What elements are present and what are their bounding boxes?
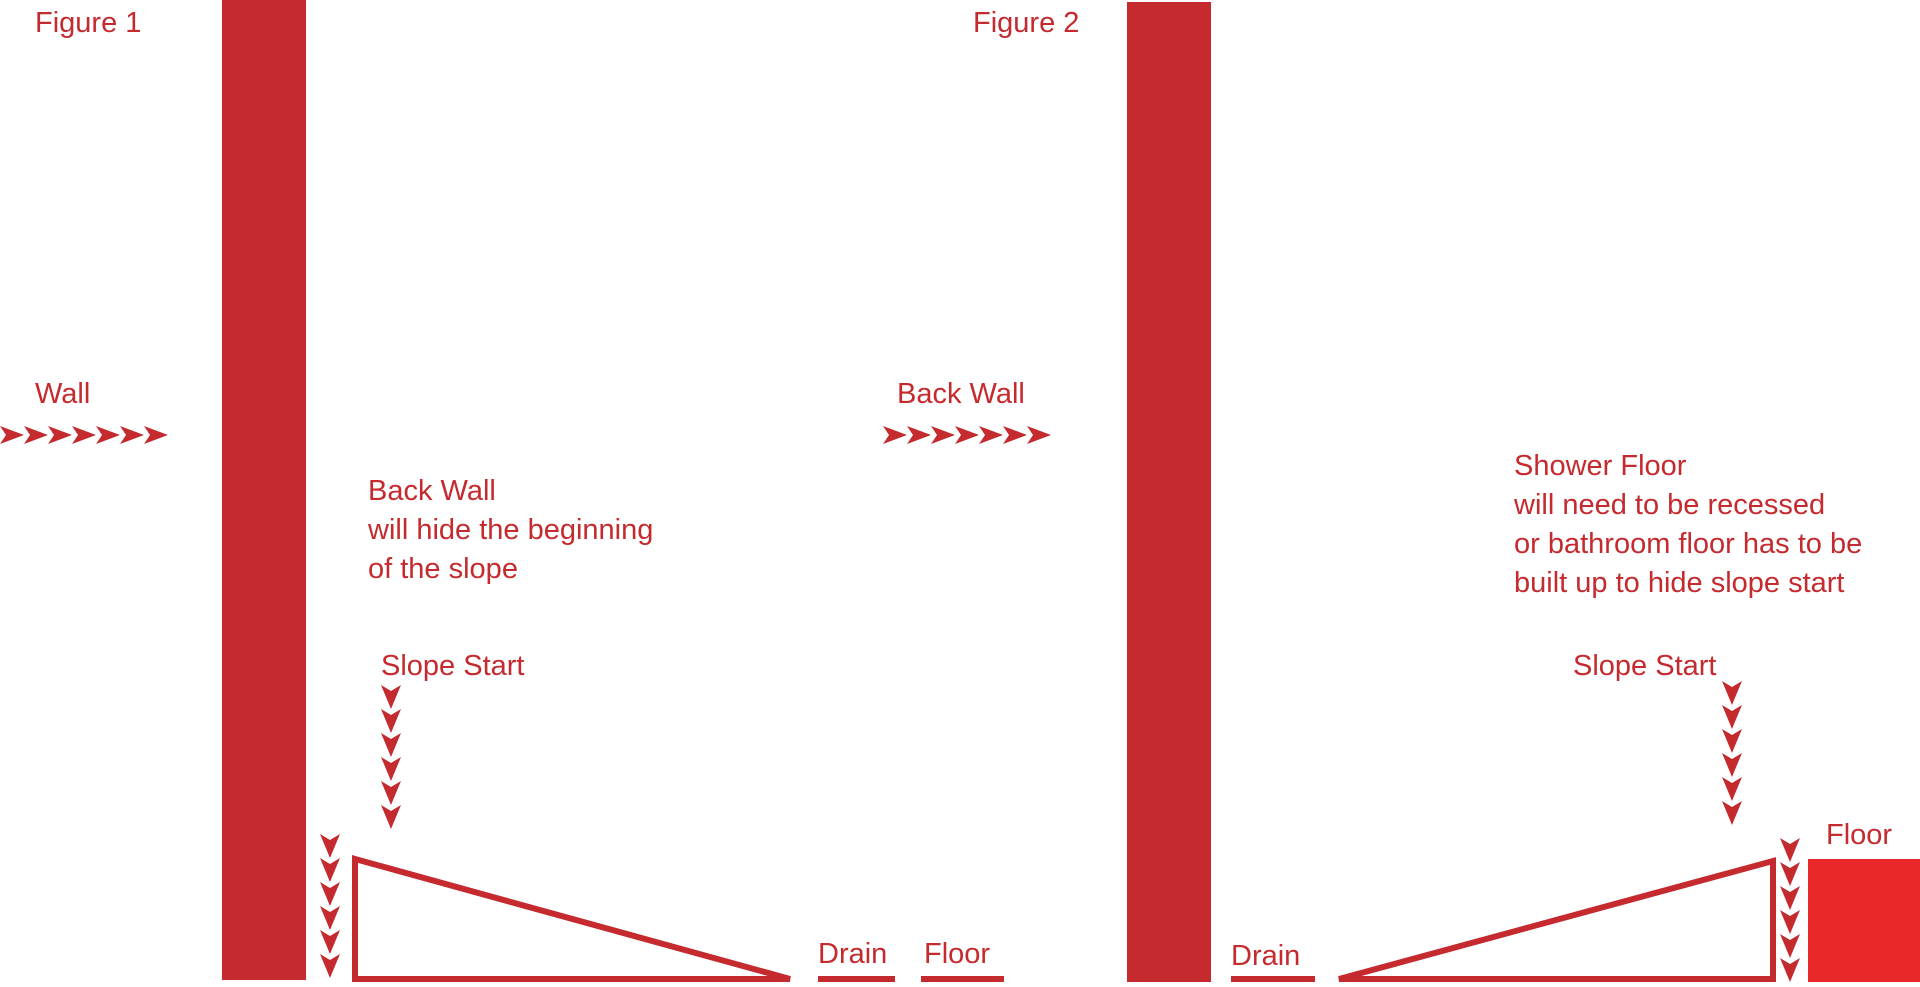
figure1-note: Back Wall will hide the beginning of the… (368, 472, 653, 589)
arrowhead-right-icon (883, 426, 907, 444)
figure2-back-wall-arrow-row (883, 426, 1051, 444)
figure1-title: Figure 1 (35, 7, 142, 39)
figure1-wall-label: Wall (35, 378, 91, 410)
arrowhead-down-icon (320, 954, 340, 978)
arrowhead-right-icon (1027, 426, 1051, 444)
figure2-note-line: built up to hide slope start (1514, 567, 1845, 599)
figure2-back-wall (1127, 2, 1211, 982)
arrowhead-right-icon (120, 426, 144, 444)
arrowhead-right-icon (1003, 426, 1027, 444)
arrowhead-down-icon (1722, 729, 1742, 753)
arrowhead-right-icon (955, 426, 979, 444)
figure2-drain-label: Drain (1231, 940, 1301, 972)
arrowhead-down-icon (381, 805, 401, 829)
arrowhead-down-icon (320, 930, 340, 954)
arrowhead-down-icon (381, 781, 401, 805)
arrowhead-down-icon (381, 757, 401, 781)
arrowhead-right-icon (931, 426, 955, 444)
arrowhead-down-icon (381, 733, 401, 757)
arrowhead-down-icon (1722, 753, 1742, 777)
arrowhead-right-icon (907, 426, 931, 444)
arrowhead-down-icon (1780, 886, 1800, 910)
arrowhead-down-icon (1722, 681, 1742, 705)
figure1-note-line: Back Wall (368, 475, 496, 507)
arrowhead-down-icon (320, 858, 340, 882)
figure2-slope-start-label: Slope Start (1573, 650, 1717, 682)
figure2-note-line: will need to be recessed (1514, 489, 1826, 521)
arrowhead-down-icon (1722, 777, 1742, 801)
arrowhead-down-icon (1722, 705, 1742, 729)
arrowhead-right-icon (96, 426, 120, 444)
arrowhead-down-icon (1780, 862, 1800, 886)
arrowhead-down-icon (320, 834, 340, 858)
figure2-edge-arrow-column (1780, 838, 1800, 982)
arrowhead-down-icon (381, 685, 401, 709)
figure1-wall (222, 0, 306, 980)
arrowhead-right-icon (144, 426, 168, 444)
arrowhead-down-icon (1722, 801, 1742, 825)
arrowhead-down-icon (1780, 838, 1800, 862)
arrowhead-right-icon (72, 426, 96, 444)
arrowhead-down-icon (1780, 910, 1800, 934)
arrowhead-down-icon (381, 709, 401, 733)
arrowhead-down-icon (320, 882, 340, 906)
figure1-note-line: of the slope (368, 553, 518, 585)
arrowhead-down-icon (1780, 934, 1800, 958)
figure2-note-line: Shower Floor (1514, 450, 1687, 482)
figure2-back-wall-label: Back Wall (897, 378, 1025, 410)
figure2-floor-block (1808, 859, 1920, 982)
arrowhead-down-icon (1780, 958, 1800, 982)
figure2-note-line: or bathroom floor has to be (1514, 528, 1863, 560)
arrowhead-right-icon (979, 426, 1003, 444)
figure2-floor-label: Floor (1826, 819, 1893, 851)
arrowhead-down-icon (320, 906, 340, 930)
figure2-note: Shower Floor will need to be recessed or… (1514, 447, 1862, 603)
figure1-slope-wedge (352, 855, 791, 982)
figure2-slope-wedge (1338, 857, 1776, 982)
figure1-slope-start-label: Slope Start (381, 650, 525, 682)
figure1-slope-start-arrow-column (381, 685, 401, 829)
figure1-note-line: will hide the beginning (368, 514, 654, 546)
arrowhead-right-icon (0, 426, 24, 444)
figure1-drain-label: Drain (818, 938, 888, 970)
figure1-edge-arrow-column (320, 834, 340, 978)
arrowhead-right-icon (48, 426, 72, 444)
arrowhead-right-icon (24, 426, 48, 444)
figure2-title: Figure 2 (973, 7, 1080, 39)
figure1-wall-arrow-row (0, 426, 168, 444)
figure1-floor-label: Floor (924, 938, 991, 970)
figure2-slope-start-arrow-column (1722, 681, 1742, 825)
